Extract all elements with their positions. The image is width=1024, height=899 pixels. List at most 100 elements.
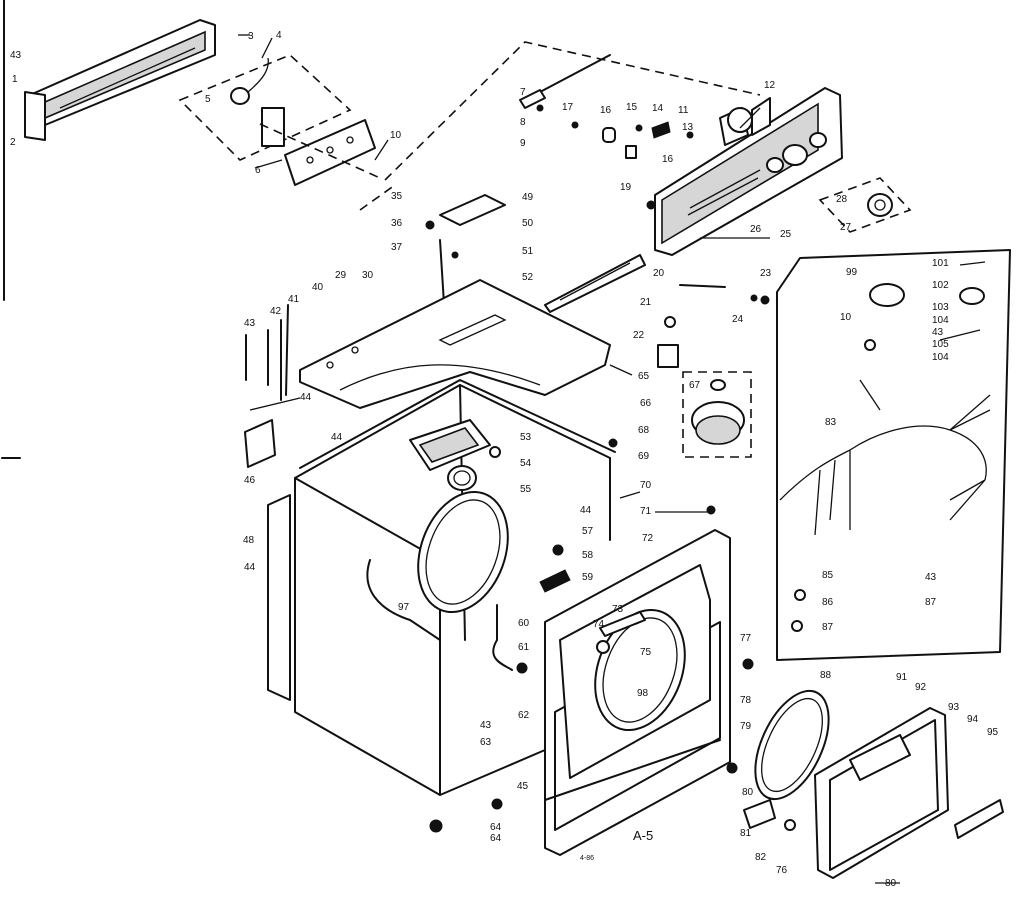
label-48: 48 [243,535,255,546]
console-leader-dashed [384,41,761,181]
part-labels: 43 1 2 3 4 5 6 10 7 8 9 17 16 15 14 11 1… [10,30,999,889]
label-14: 14 [652,103,664,114]
label-24: 24 [732,314,744,325]
label-29: 29 [335,270,347,281]
label-5: 5 [205,94,211,105]
label-6: 6 [255,165,261,176]
door-strip [954,799,1004,839]
label-49: 49 [522,192,534,203]
label-104a: 104 [932,315,949,326]
label-98: 98 [637,688,649,699]
label-72: 72 [642,533,654,544]
label-42: 42 [270,306,282,317]
console-rail [24,19,216,141]
label-26: 26 [750,224,762,235]
label-97: 97 [398,602,410,613]
front-panel [544,529,731,856]
label-76: 76 [776,865,788,876]
label-52: 52 [522,272,534,283]
label-70: 70 [640,480,652,491]
label-83: 83 [825,417,837,428]
label-60: 60 [518,618,530,629]
label-10b: 10 [840,312,852,323]
label-101: 101 [932,258,949,269]
label-35: 35 [391,191,403,202]
footer-code: 4-86 [580,855,594,862]
label-92: 92 [915,682,927,693]
label-16b: 16 [662,154,674,165]
label-105: 105 [932,339,949,350]
label-53: 53 [520,432,532,443]
label-57: 57 [582,526,594,537]
label-102: 102 [932,280,949,291]
label-13: 13 [682,122,694,133]
label-44c: 44 [580,505,592,516]
label-99: 99 [846,267,858,278]
label-30: 30 [362,270,374,281]
rod-bracket [519,54,611,112]
label-43c: 43 [480,720,492,731]
label-87b: 87 [925,597,937,608]
label-73: 73 [612,604,624,615]
small-switch-parts [571,121,694,210]
label-3: 3 [248,31,254,42]
label-54: 54 [520,458,532,469]
label-65: 65 [638,371,650,382]
label-7: 7 [520,87,526,98]
label-93: 93 [948,702,960,713]
label-23: 23 [760,268,772,279]
label-40: 40 [312,282,324,293]
pump-assembly [682,371,752,458]
label-85: 85 [822,570,834,581]
misc-hardware [244,284,796,833]
label-41: 41 [288,294,300,305]
label-74: 74 [593,619,605,630]
label-78a: 78 [740,695,752,706]
label-94: 94 [967,714,979,725]
label-86: 86 [822,597,834,608]
label-87: 87 [822,622,834,633]
label-12: 12 [764,80,776,91]
label-64a: 64 [490,822,502,833]
label-11: 11 [678,105,689,116]
label-61: 61 [518,642,530,653]
label-27: 27 [840,222,852,233]
label-43e: 43 [925,572,937,583]
door [754,689,949,879]
wiring-harness-panel [776,249,1011,661]
label-59: 59 [582,572,594,583]
label-63: 63 [480,737,492,748]
label-58: 58 [582,550,594,561]
label-103: 103 [932,302,949,313]
label-44b: 44 [331,432,343,443]
top-cover [299,279,611,409]
label-62: 62 [518,710,530,721]
label-51: 51 [522,246,534,257]
label-1: 1 [12,74,18,85]
label-25: 25 [780,229,792,240]
label-17: 17 [562,102,574,113]
label-19: 19 [620,182,632,193]
label-88: 88 [820,670,832,681]
label-2: 2 [10,137,16,148]
control-panel [654,87,843,256]
label-43b: 43 [244,318,256,329]
cabinet [267,379,616,796]
label-9: 9 [520,138,526,149]
label-22: 22 [633,330,645,341]
label-104b: 104 [932,352,949,363]
label-43a: 43 [10,50,22,61]
label-4: 4 [276,30,282,41]
leader-lines [238,34,986,884]
label-64b: 64 [490,833,502,844]
label-8: 8 [520,117,526,128]
timer-bracket-assembly [178,54,381,186]
label-67a: 67 [689,380,701,391]
label-68: 68 [638,425,650,436]
label-45: 45 [517,781,529,792]
label-71: 71 [640,506,652,517]
label-36: 36 [391,218,403,229]
label-44a: 44 [300,392,312,403]
label-21: 21 [640,297,652,308]
